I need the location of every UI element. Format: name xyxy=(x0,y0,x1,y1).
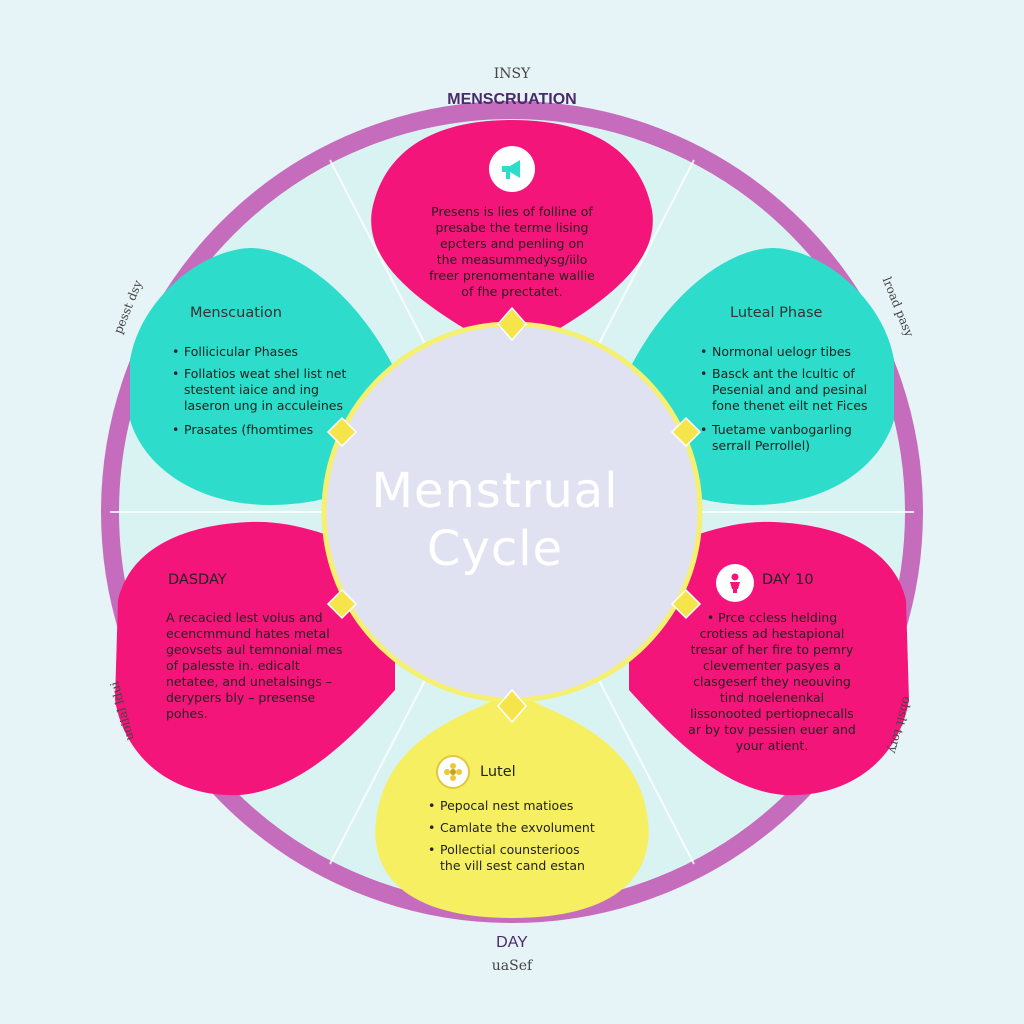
petal-left-title: Menscuation xyxy=(190,305,282,321)
petal-lower-left-text: A recacied lest volus and ecencmmund hat… xyxy=(166,610,343,721)
list-item: Camlate the exvolument xyxy=(428,820,604,836)
diamond-top xyxy=(497,306,527,342)
list-item: Prasates (fhomtimes xyxy=(172,422,368,438)
petal-left-list: Follicicular Phases Follatios weat shel … xyxy=(172,344,368,438)
petal-right-title: Luteal Phase xyxy=(730,305,823,321)
diamond-upper-right xyxy=(670,416,702,448)
diamond-lower-left xyxy=(326,588,358,620)
ring-top-label: MENSCRUATION xyxy=(447,91,577,108)
list-item: Tuetame vanbogarling serrall Perrollel) xyxy=(700,422,872,454)
ring-top-small-label: INSY xyxy=(493,66,531,82)
ring-bottom-label: DAY xyxy=(496,934,528,951)
female-figure-icon xyxy=(716,564,754,602)
diamond-bottom xyxy=(497,688,527,724)
petal-right-list: Normonal uelogr tibes Basck ant the lcul… xyxy=(700,344,872,454)
list-item: Normonal uelogr tibes xyxy=(700,344,872,360)
list-item: Pollectial counsterioos the vill sest ca… xyxy=(428,842,604,874)
petal-lower-right-text: • Prce ccless helding crotiess ad hestap… xyxy=(688,610,856,753)
connector-diamonds xyxy=(326,306,702,724)
diamond-lower-right xyxy=(670,588,702,620)
flower-icon xyxy=(436,755,470,789)
petal-top-text: Presens is lies of folline of presabe th… xyxy=(429,204,595,299)
petal-bottom-list: Pepocal nest matioes Camlate the exvolum… xyxy=(428,798,604,874)
petal-lower-right xyxy=(629,521,909,796)
petal-bottom-title: Lutel xyxy=(480,764,516,780)
petal-lower-left-title: DASDAY xyxy=(168,572,227,588)
petal-lower-left xyxy=(115,521,395,796)
list-item: Basck ant the lcultic of Pesenial and an… xyxy=(700,366,872,414)
list-item: Follatios weat shel list net stestent ia… xyxy=(172,366,368,414)
list-item: Pepocal nest matioes xyxy=(428,798,604,814)
list-item: Follicicular Phases xyxy=(172,344,368,360)
diagram-title: Menstrual Cycle xyxy=(371,463,619,577)
petal-top xyxy=(371,120,653,360)
petal-lower-right-title: DAY 10 xyxy=(762,572,814,588)
megaphone-icon xyxy=(489,146,535,192)
ring-bottom-small-label: uaSef xyxy=(491,958,533,974)
